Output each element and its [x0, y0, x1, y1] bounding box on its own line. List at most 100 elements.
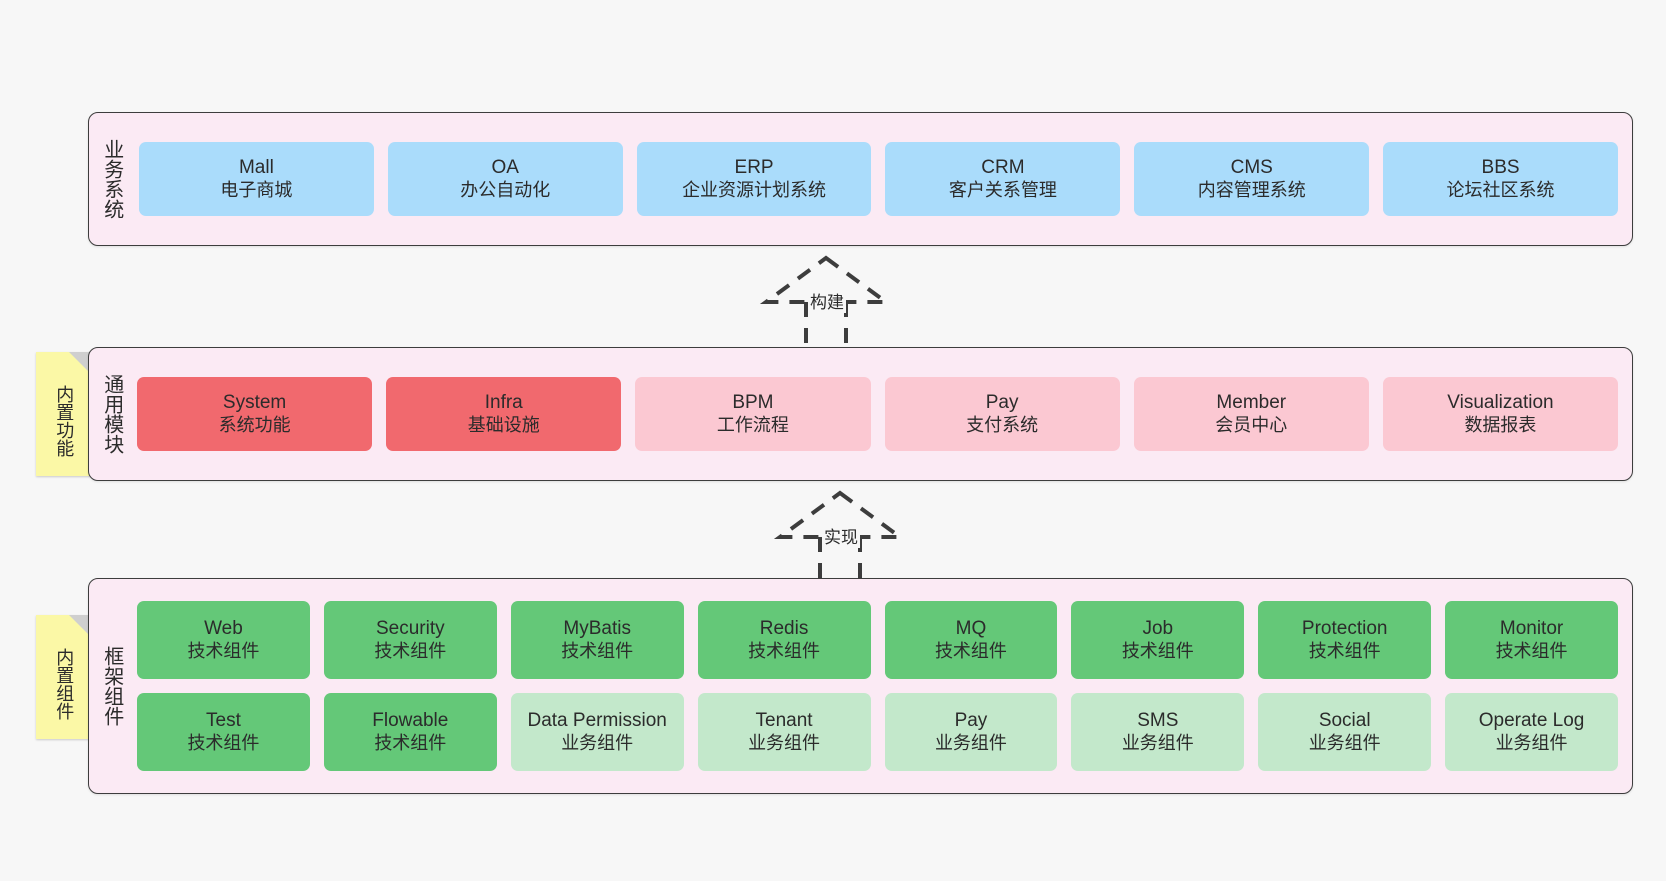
card-erp[interactable]: ERP 企业资源计划系统: [636, 142, 872, 216]
card-row: Test 技术组件 Flowable 技术组件 Data Permission …: [137, 693, 1618, 771]
card-title: Monitor: [1499, 618, 1564, 640]
card-title: MyBatis: [563, 618, 631, 640]
card-title: SMS: [1137, 710, 1179, 732]
card-social[interactable]: Social 业务组件: [1258, 693, 1432, 771]
layer-common-module: 通用模块 System 系统功能 Infra 基础设施 BPM 工作流程 Pay…: [88, 347, 1633, 481]
card-infra[interactable]: Infra 基础设施: [386, 377, 622, 451]
card-subtitle: 论坛社区系统: [1446, 179, 1555, 200]
card-title: System: [222, 392, 287, 414]
card-title: Member: [1216, 392, 1287, 414]
card-title: Job: [1142, 618, 1174, 640]
card-subtitle: 技术组件: [374, 640, 447, 661]
card-pay[interactable]: Pay 支付系统: [884, 377, 1120, 451]
card-row: Mall 电子商城 OA 办公自动化 ERP 企业资源计划系统 CRM 客户关系…: [139, 142, 1618, 216]
card-title: MQ: [955, 618, 987, 640]
card-subtitle: 数据报表: [1464, 414, 1537, 435]
card-subtitle: 业务组件: [748, 732, 821, 753]
card-mybatis[interactable]: MyBatis 技术组件: [510, 601, 684, 679]
card-member[interactable]: Member 会员中心: [1133, 377, 1369, 451]
card-row: System 系统功能 Infra 基础设施 BPM 工作流程 Pay 支付系统…: [137, 377, 1619, 451]
card-title: Tenant: [755, 710, 813, 732]
card-title: Infra: [484, 392, 523, 414]
card-subtitle: 客户关系管理: [948, 179, 1057, 200]
card-subtitle: 工作流程: [716, 414, 789, 435]
sticky-note-builtin-component: 内置组件: [36, 615, 91, 739]
sticky-note-label: 内置组件: [54, 648, 75, 720]
card-pay-business[interactable]: Pay 业务组件: [884, 693, 1058, 771]
card-row: Web 技术组件 Security 技术组件 MyBatis 技术组件 Redi…: [137, 601, 1618, 679]
card-subtitle: 技术组件: [1121, 640, 1194, 661]
card-data-permission[interactable]: Data Permission 业务组件: [510, 693, 684, 771]
card-title: Social: [1318, 710, 1371, 732]
card-tenant[interactable]: Tenant 业务组件: [697, 693, 871, 771]
card-mall[interactable]: Mall 电子商城: [139, 142, 374, 216]
card-mq[interactable]: MQ 技术组件: [884, 601, 1058, 679]
card-title: Flowable: [372, 710, 449, 732]
card-flowable[interactable]: Flowable 技术组件: [323, 693, 497, 771]
card-subtitle: 办公自动化: [460, 179, 551, 200]
card-subtitle: 业务组件: [1308, 732, 1381, 753]
arrow-label-implement: 实现: [822, 523, 860, 548]
card-subtitle: 会员中心: [1215, 414, 1288, 435]
card-subtitle: 技术组件: [187, 640, 260, 661]
card-subtitle: 业务组件: [1495, 732, 1568, 753]
page-fold-icon: [69, 352, 91, 374]
card-redis[interactable]: Redis 技术组件: [697, 601, 871, 679]
card-subtitle: 业务组件: [1121, 732, 1194, 753]
card-title: Pay: [985, 392, 1019, 414]
arrow-build: 构建: [746, 252, 906, 347]
card-title: Operate Log: [1478, 710, 1585, 732]
card-subtitle: 技术组件: [1495, 640, 1568, 661]
card-sms[interactable]: SMS 业务组件: [1071, 693, 1245, 771]
card-subtitle: 技术组件: [187, 732, 260, 753]
card-job[interactable]: Job 技术组件: [1071, 601, 1245, 679]
card-operate-log[interactable]: Operate Log 业务组件: [1445, 693, 1618, 771]
card-subtitle: 企业资源计划系统: [682, 179, 827, 200]
card-test[interactable]: Test 技术组件: [137, 693, 310, 771]
card-subtitle: 支付系统: [966, 414, 1039, 435]
card-cms[interactable]: CMS 内容管理系统: [1134, 142, 1370, 216]
card-subtitle: 技术组件: [1308, 640, 1381, 661]
card-subtitle: 基础设施: [467, 414, 540, 435]
card-visualization[interactable]: Visualization 数据报表: [1382, 377, 1619, 451]
layer-body-common-module: System 系统功能 Infra 基础设施 BPM 工作流程 Pay 支付系统…: [133, 348, 1632, 480]
card-subtitle: 系统功能: [218, 414, 291, 435]
card-oa[interactable]: OA 办公自动化: [387, 142, 623, 216]
card-bbs[interactable]: BBS 论坛社区系统: [1383, 142, 1618, 216]
layer-framework-component: 框架组件 Web 技术组件 Security 技术组件 MyBatis 技术组件…: [88, 578, 1633, 794]
card-monitor[interactable]: Monitor 技术组件: [1445, 601, 1618, 679]
card-system[interactable]: System 系统功能: [137, 377, 373, 451]
layer-body-business-system: Mall 电子商城 OA 办公自动化 ERP 企业资源计划系统 CRM 客户关系…: [133, 113, 1632, 245]
card-title: Pay: [954, 710, 988, 732]
card-subtitle: 技术组件: [374, 732, 447, 753]
card-subtitle: 技术组件: [561, 640, 634, 661]
card-subtitle: 电子商城: [220, 179, 293, 200]
card-crm[interactable]: CRM 客户关系管理: [885, 142, 1121, 216]
arrow-implement: 实现: [760, 487, 920, 582]
card-bpm[interactable]: BPM 工作流程: [635, 377, 871, 451]
sticky-note-label: 内置功能: [54, 385, 75, 457]
arrow-label-build: 构建: [808, 288, 846, 313]
card-title: Visualization: [1447, 392, 1554, 414]
card-title: Redis: [759, 618, 809, 640]
card-title: CRM: [981, 157, 1025, 179]
card-title: BBS: [1481, 157, 1520, 179]
layer-title-common-module: 通用模块: [100, 374, 123, 454]
card-protection[interactable]: Protection 技术组件: [1258, 601, 1432, 679]
card-title: Test: [206, 710, 241, 732]
card-security[interactable]: Security 技术组件: [323, 601, 497, 679]
card-title: ERP: [734, 157, 774, 179]
card-subtitle: 业务组件: [561, 732, 634, 753]
card-title: Protection: [1301, 618, 1388, 640]
card-title: CMS: [1230, 157, 1273, 179]
card-title: Mall: [238, 157, 274, 179]
card-title: Data Permission: [527, 710, 667, 732]
card-subtitle: 技术组件: [934, 640, 1007, 661]
card-title: Security: [375, 618, 445, 640]
layer-title-framework-component: 框架组件: [100, 646, 123, 726]
card-subtitle: 业务组件: [934, 732, 1007, 753]
card-title: BPM: [732, 392, 774, 414]
layer-business-system: 业务系统 Mall 电子商城 OA 办公自动化 ERP 企业资源计划系统 CRM…: [88, 112, 1633, 246]
card-web[interactable]: Web 技术组件: [137, 601, 310, 679]
card-title: Web: [204, 618, 243, 640]
